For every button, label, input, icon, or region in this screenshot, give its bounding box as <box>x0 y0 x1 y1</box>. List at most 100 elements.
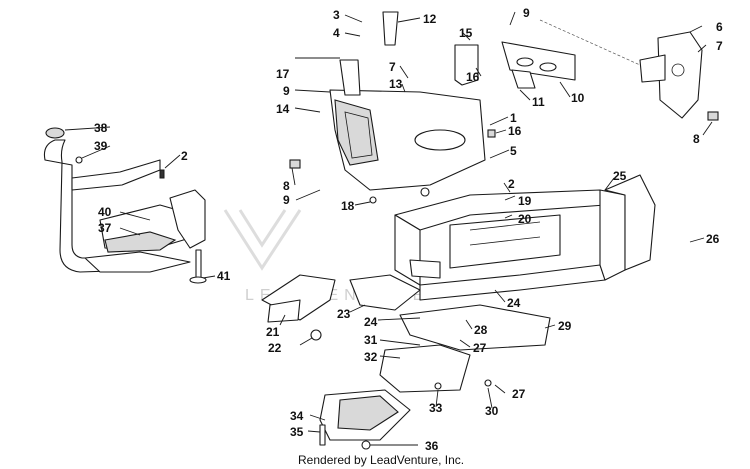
leader-16b <box>495 129 507 134</box>
leader-35 <box>307 430 321 433</box>
leader-8b <box>702 121 713 136</box>
callout-22: 22 <box>268 341 282 355</box>
leader-29 <box>544 324 556 329</box>
leader-9a <box>509 11 516 26</box>
callout-16b: 16 <box>508 124 522 138</box>
callout-2b: 2 <box>508 177 515 191</box>
callout-8b: 8 <box>693 132 700 146</box>
handlebar <box>43 139 141 273</box>
clip-2a <box>159 169 165 179</box>
callout-31: 31 <box>364 333 378 347</box>
callout-36: 36 <box>425 439 439 453</box>
leader-32 <box>379 355 401 359</box>
leader-2a <box>164 154 181 169</box>
leader-31 <box>379 339 421 346</box>
leader-8a <box>291 167 296 186</box>
leader-6 <box>689 25 703 33</box>
callout-5: 5 <box>510 144 517 158</box>
callout-1: 1 <box>510 111 517 125</box>
plate-hole-2 <box>539 62 557 72</box>
callout-7a: 7 <box>389 60 396 74</box>
leader-14 <box>294 107 321 113</box>
callout-27a: 27 <box>473 341 487 355</box>
callout-23: 23 <box>337 307 351 321</box>
leader-23 <box>349 304 366 313</box>
upper-brace <box>382 11 399 46</box>
lower-components <box>261 274 551 450</box>
nut-36 <box>361 440 371 450</box>
callout-9b: 9 <box>283 84 290 98</box>
fastener-30 <box>484 379 492 387</box>
callout-9a: 9 <box>523 6 530 20</box>
callout-9c: 9 <box>283 193 290 207</box>
frame-center-web <box>449 214 561 269</box>
leader-10 <box>559 81 571 98</box>
leader-4 <box>344 32 361 37</box>
leader-41 <box>202 275 216 279</box>
support-hole <box>671 63 685 77</box>
callout-32: 32 <box>364 350 378 364</box>
steering-post <box>169 189 206 249</box>
callout-30: 30 <box>485 404 499 418</box>
belly-pan <box>379 344 471 393</box>
leader-37 <box>119 227 141 236</box>
lower-guard-face <box>337 395 399 431</box>
steering-pad <box>104 231 177 253</box>
callout-8a: 8 <box>283 179 290 193</box>
watermark-logo <box>223 209 302 271</box>
support-flange <box>639 54 666 83</box>
callout-3: 3 <box>333 8 340 22</box>
leader-5 <box>489 149 510 159</box>
leader-19 <box>504 195 516 201</box>
leader-28 <box>465 319 473 330</box>
callout-7b: 7 <box>716 39 723 53</box>
leader-12 <box>397 17 421 23</box>
bolt-head <box>189 276 207 284</box>
nose-recess <box>414 129 466 151</box>
callout-12: 12 <box>423 12 437 26</box>
leader-38 <box>64 126 111 131</box>
callout-19: 19 <box>518 194 532 208</box>
plate-hole-1 <box>516 57 534 67</box>
callout-13: 13 <box>389 77 403 91</box>
callout-2a: 2 <box>181 149 188 163</box>
callout-38: 38 <box>94 121 108 135</box>
hidden-line-1 <box>539 19 641 66</box>
leader-22 <box>299 337 313 346</box>
callout-35: 35 <box>290 425 304 439</box>
leader-11 <box>519 89 531 101</box>
main-frame <box>394 174 656 301</box>
leader-33 <box>435 389 439 408</box>
pad-8 <box>289 159 301 169</box>
callout-25: 25 <box>613 169 627 183</box>
callout-26: 26 <box>706 232 720 246</box>
callout-29: 29 <box>558 319 572 333</box>
steering-arm <box>71 159 161 191</box>
fastener-33 <box>434 382 442 390</box>
leader-2b <box>503 182 511 193</box>
callout-28: 28 <box>474 323 488 337</box>
grip <box>45 127 65 139</box>
callout-17: 17 <box>276 67 290 81</box>
leader-40 <box>119 211 151 221</box>
callout-37: 37 <box>98 221 112 235</box>
callout-24a: 24 <box>364 315 378 329</box>
steering-assembly <box>43 127 207 284</box>
leader-1 <box>489 116 509 126</box>
leader-39 <box>81 145 111 159</box>
leader-9c <box>295 189 321 201</box>
callout-20: 20 <box>518 212 532 226</box>
callout-11: 11 <box>532 95 545 109</box>
leader-16a <box>475 67 482 77</box>
steering-bolt <box>195 249 202 279</box>
leader-20 <box>504 214 513 219</box>
leader-30 <box>487 387 493 409</box>
screw-39 <box>75 156 83 164</box>
spindle <box>267 299 301 323</box>
right-bracket-assembly <box>539 19 719 121</box>
leader-3 <box>344 14 363 23</box>
spindle-nut <box>310 329 322 341</box>
frame-rear-post <box>599 189 626 281</box>
leader-24b <box>494 289 506 303</box>
